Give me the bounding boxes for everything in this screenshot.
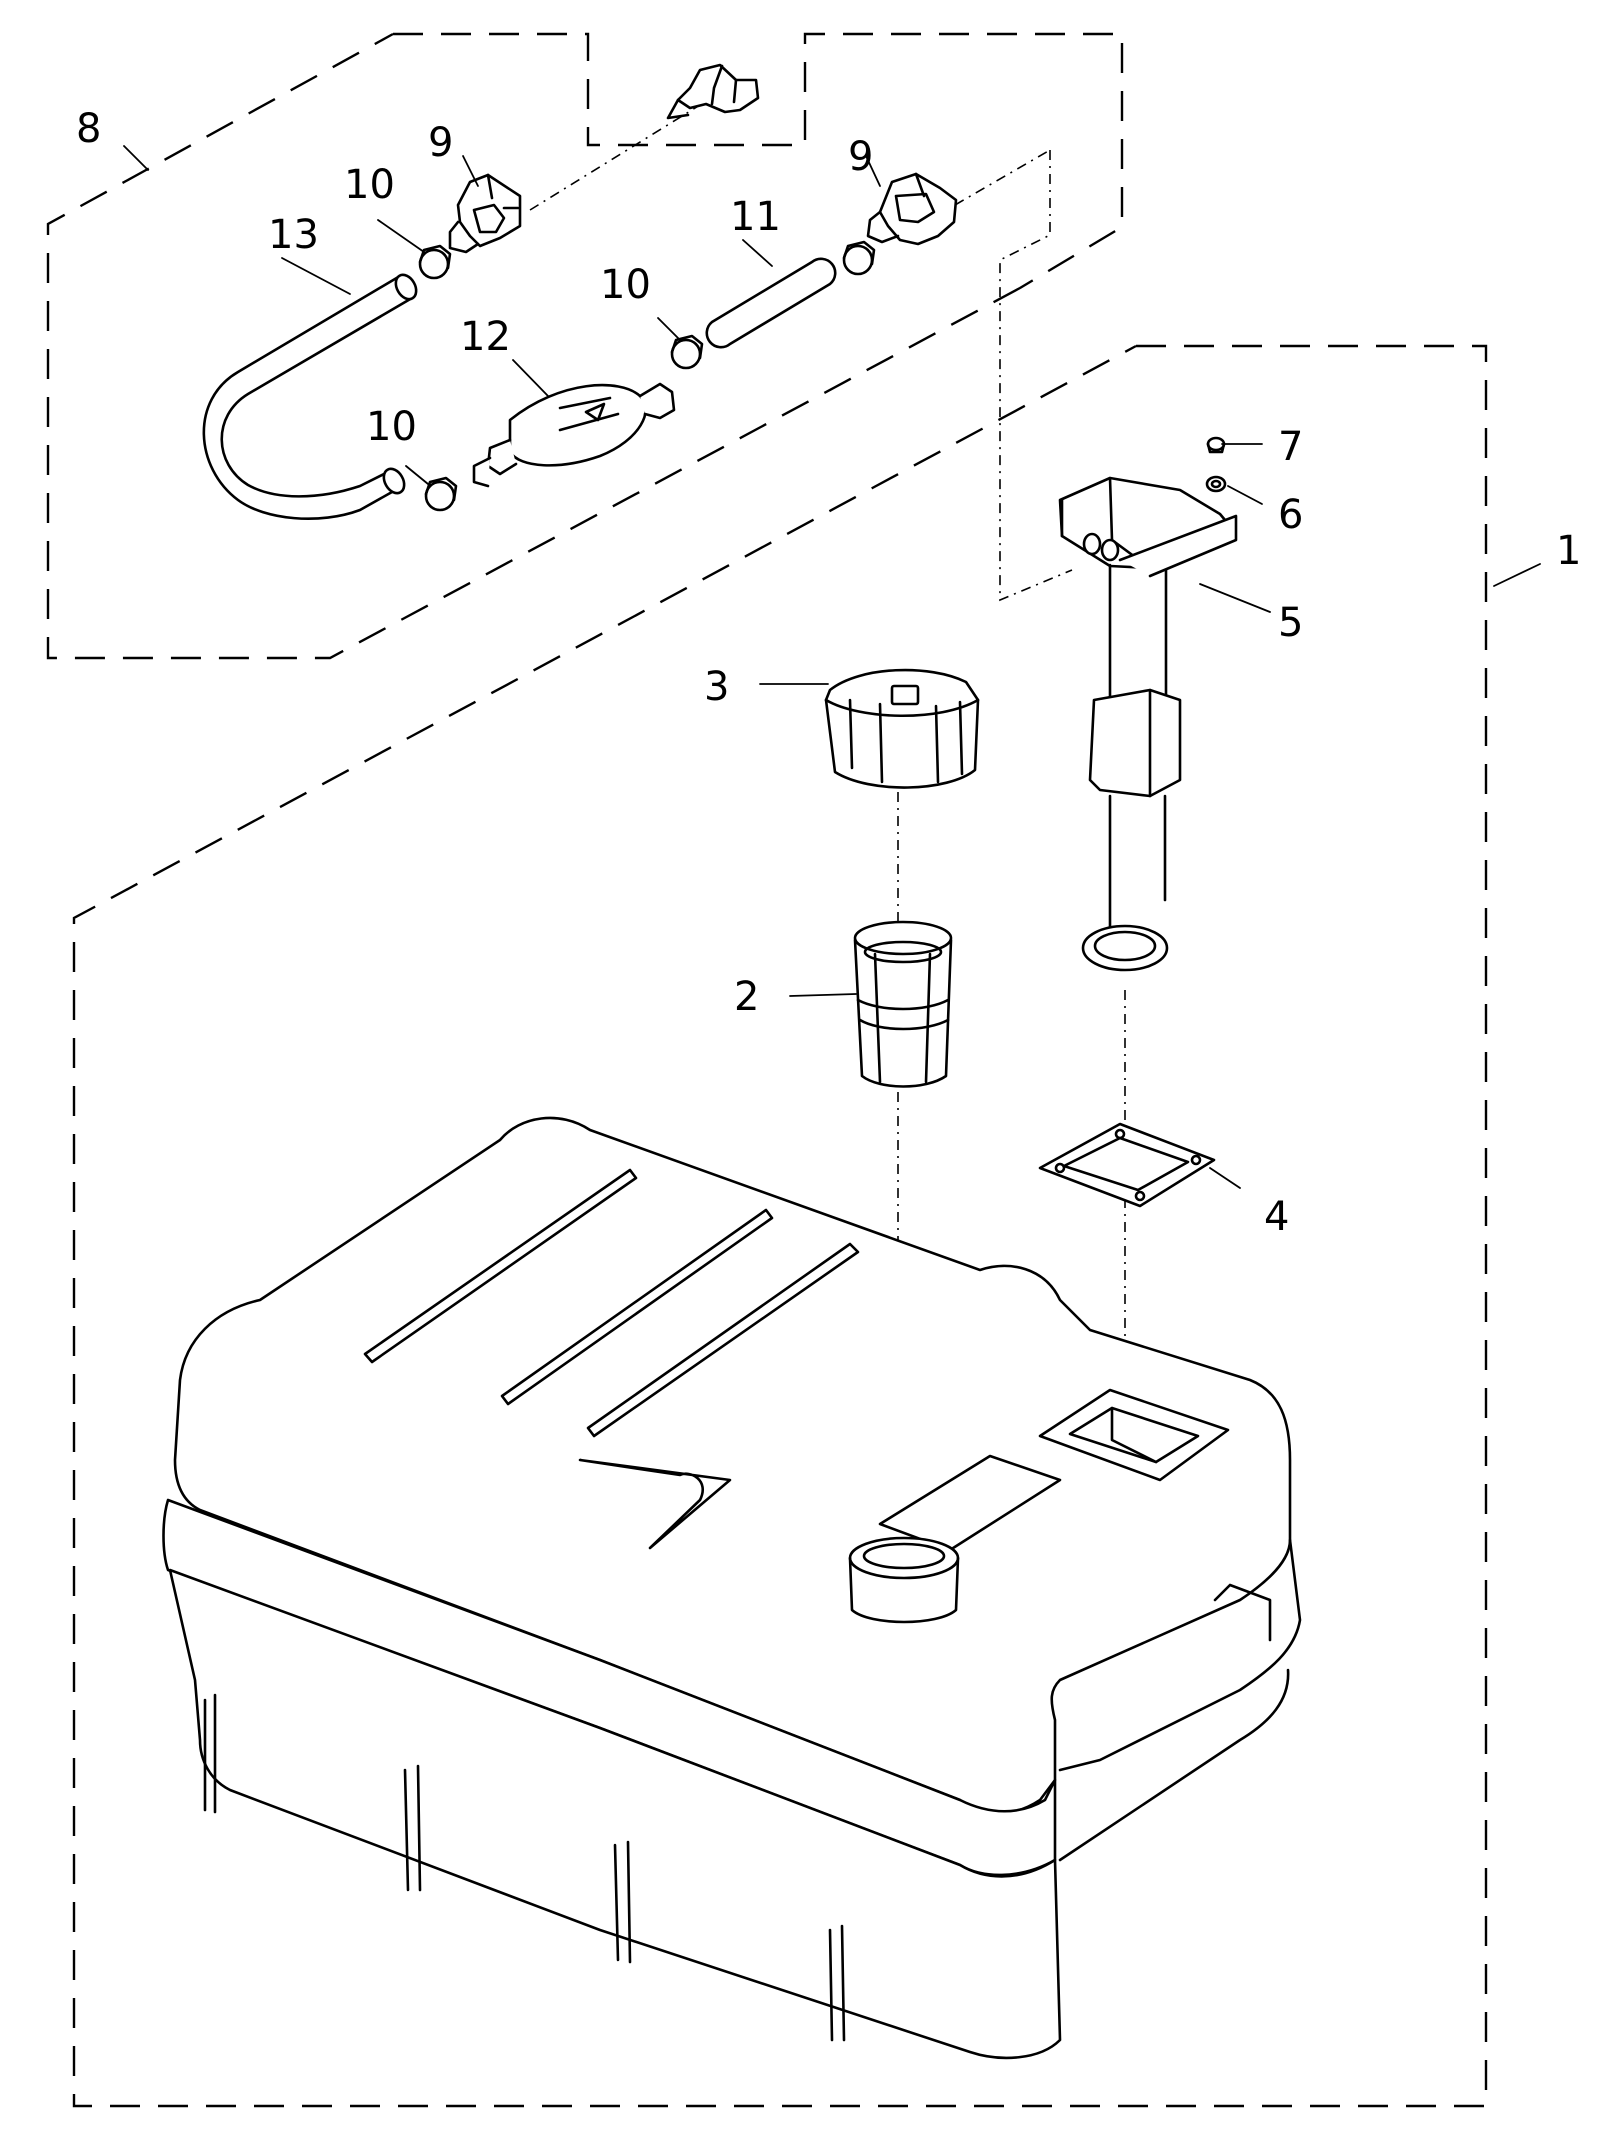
quick-connector-part (666, 63, 760, 120)
fuel-line-assembly-boundary (46, 32, 1124, 660)
hose-clip-upper (418, 244, 452, 280)
washer-part (1205, 475, 1227, 493)
callout-2: 2 (734, 974, 759, 1020)
filler-cap-part (824, 668, 980, 789)
callout-5: 5 (1278, 600, 1303, 646)
long-hose-part (202, 273, 418, 520)
screw-part (1206, 436, 1226, 454)
fuel-gauge-part (1058, 476, 1238, 972)
callout-11: 11 (730, 194, 781, 240)
callout-6: 6 (1278, 492, 1303, 538)
callout-13: 13 (268, 212, 319, 258)
gauge-gasket-part (1038, 1122, 1216, 1208)
callout-12: 12 (460, 314, 511, 360)
short-hose-part (705, 257, 837, 349)
hose-clip-right (842, 240, 876, 276)
callout-10-lower: 10 (366, 404, 417, 450)
hose-connector-left (448, 173, 522, 254)
fuel-tank-part (162, 1116, 1302, 2060)
callout-3: 3 (704, 664, 729, 710)
hose-clip-middle (670, 334, 704, 370)
callout-9-left: 9 (428, 120, 453, 166)
callout-10-middle: 10 (600, 262, 651, 308)
callout-9-right: 9 (848, 134, 873, 180)
hose-clip-lower (424, 476, 458, 512)
callout-labels: 1 2 3 4 5 6 7 8 9 9 10 10 10 11 12 13 (76, 106, 1581, 1240)
tank-assembly-boundary (72, 344, 1488, 2108)
callout-8: 8 (76, 106, 101, 152)
filler-strainer-part (853, 920, 953, 1088)
callout-10-upper: 10 (344, 162, 395, 208)
leader-lines (123, 145, 1541, 1189)
callout-4: 4 (1264, 1194, 1289, 1240)
hose-connector-right (866, 172, 958, 246)
callout-7: 7 (1278, 424, 1303, 470)
primer-bulb-part (472, 382, 676, 488)
callout-1: 1 (1556, 528, 1581, 574)
